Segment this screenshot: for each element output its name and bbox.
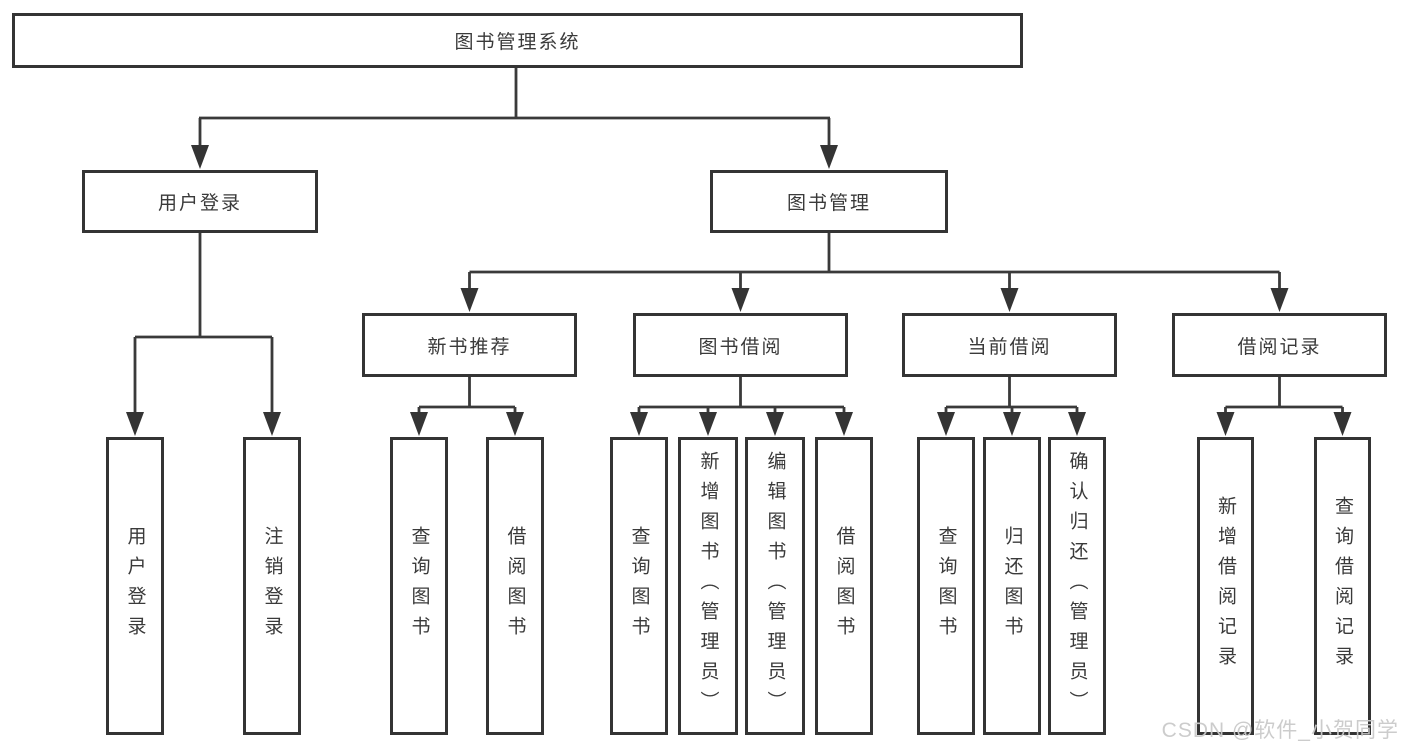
node-book-management: 图书管理 xyxy=(710,170,948,233)
leaf-current-return-books: 归还图书 xyxy=(983,437,1041,735)
leaf-current-query-books: 查询图书 xyxy=(917,437,975,735)
node-book-management-label: 图书管理 xyxy=(786,193,871,214)
connector-borrow-records-to-leaves xyxy=(1216,377,1352,436)
node-book-borrow-label: 图书借阅 xyxy=(698,336,783,358)
leaf-user-login-label: 用户登录 xyxy=(124,526,146,646)
leaf-borrow-edit-books-admin: 编辑图书（管理员） xyxy=(745,437,805,735)
connector-user-login-to-leaves xyxy=(126,233,281,436)
leaf-current-confirm-return-admin: 确认归还（管理员） xyxy=(1048,437,1106,735)
node-borrow-records: 借阅记录 xyxy=(1172,313,1387,377)
connector-root-to-level2 xyxy=(191,68,838,169)
leaf-borrow-edit-books-admin-label: 编辑图书（管理员） xyxy=(764,451,786,721)
leaf-borrow-add-books-admin-label: 新增图书（管理员） xyxy=(697,451,719,721)
leaf-logout: 注销登录 xyxy=(243,437,301,735)
watermark-csdn: CSDN @软件_小贺同学 xyxy=(1161,719,1399,742)
node-user-login-label: 用户登录 xyxy=(157,193,242,214)
leaf-logout-label: 注销登录 xyxy=(261,526,283,646)
node-new-book-recommend-label: 新书推荐 xyxy=(427,336,512,358)
leaf-borrow-borrow-books-label: 借阅图书 xyxy=(833,526,855,646)
node-new-book-recommend: 新书推荐 xyxy=(362,313,577,377)
leaf-new-query-books-label: 查询图书 xyxy=(408,526,430,646)
node-current-borrow: 当前借阅 xyxy=(902,313,1117,377)
leaf-records-query-record: 查询借阅记录 xyxy=(1314,437,1371,735)
node-user-login: 用户登录 xyxy=(82,170,318,233)
connector-new-book-to-leaves xyxy=(410,377,524,436)
node-book-borrow: 图书借阅 xyxy=(633,313,848,377)
leaf-current-return-books-label: 归还图书 xyxy=(1001,526,1023,646)
leaf-records-query-record-label: 查询借阅记录 xyxy=(1332,496,1353,676)
leaf-borrow-add-books-admin: 新增图书（管理员） xyxy=(678,437,738,735)
leaf-new-borrow-books: 借阅图书 xyxy=(486,437,544,735)
leaf-records-add-record: 新增借阅记录 xyxy=(1197,437,1254,735)
leaf-borrow-query-books: 查询图书 xyxy=(610,437,668,735)
leaf-current-query-books-label: 查询图书 xyxy=(935,526,957,646)
node-root-system: 图书管理系统 xyxy=(12,13,1023,68)
connector-book-management-to-level3 xyxy=(460,233,1289,312)
node-borrow-records-label: 借阅记录 xyxy=(1237,336,1322,358)
leaf-borrow-borrow-books: 借阅图书 xyxy=(815,437,873,735)
connector-book-borrow-to-leaves xyxy=(630,377,853,436)
leaf-new-borrow-books-label: 借阅图书 xyxy=(504,526,526,646)
leaf-user-login: 用户登录 xyxy=(106,437,164,735)
leaf-new-query-books: 查询图书 xyxy=(390,437,448,735)
leaf-borrow-query-books-label: 查询图书 xyxy=(628,526,650,646)
node-root-label: 图书管理系统 xyxy=(454,32,581,53)
leaf-current-confirm-return-admin-label: 确认归还（管理员） xyxy=(1066,451,1088,721)
connector-current-borrow-to-leaves xyxy=(937,377,1086,436)
leaf-records-add-record-label: 新增借阅记录 xyxy=(1215,496,1236,676)
node-current-borrow-label: 当前借阅 xyxy=(967,336,1052,358)
